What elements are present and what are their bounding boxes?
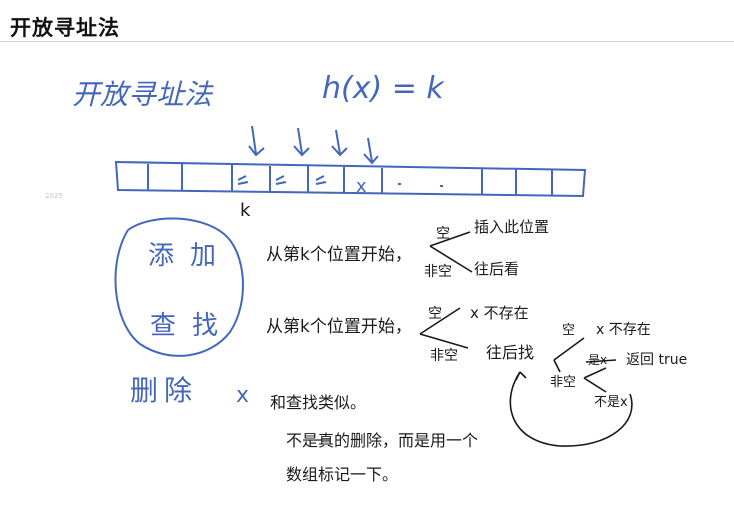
find-empty: 空 (428, 306, 442, 322)
find-label: 查找 (150, 311, 234, 341)
watermark: 2025 (45, 192, 63, 200)
add-goback: 往后看 (474, 260, 519, 278)
sub-empty: 空 (562, 323, 575, 338)
hash-formula: h(x) = k (322, 71, 445, 106)
add-insert: 插入此位置 (474, 218, 549, 236)
add-line: 从第k个位置开始， (266, 245, 412, 265)
sub-nonempty: 非空 (550, 375, 576, 390)
delete-detail-1: 不是真的删除，而是用一个 (286, 431, 478, 450)
delete-note: 和查找类似。 (270, 393, 366, 412)
add-nonempty: 非空 (424, 264, 452, 280)
add-label: 添加 (148, 241, 232, 271)
delete-label: 删除 (130, 374, 198, 407)
handwritten-notes: 开放寻址法 h(x) = k x k 添加 (72, 71, 687, 484)
find-nonempty: 非空 (430, 348, 458, 364)
find-branch-lines (419, 307, 469, 349)
delete-x: x (236, 383, 249, 408)
loop-arrow (509, 371, 633, 447)
sub-not-x: 不是x (594, 395, 628, 410)
sub-is-x: 是x (588, 353, 607, 367)
sub-not-exist: x 不存在 (596, 322, 651, 338)
title-divider (0, 41, 734, 42)
bucket-x-mark: x (356, 176, 367, 197)
add-empty: 空 (436, 226, 450, 242)
add-find-circle (114, 217, 244, 357)
page-title: 开放寻址法 (10, 16, 120, 40)
hash-array (114, 160, 587, 198)
notes-heading: 开放寻址法 (72, 78, 214, 111)
sub-branch-lines (553, 337, 617, 393)
down-arrows (248, 125, 379, 165)
sub-return-true: 返回 true (626, 352, 687, 368)
find-goback: 往后找 (486, 343, 534, 362)
add-branch-lines (429, 231, 473, 273)
loop-arrowhead (515, 371, 527, 381)
whiteboard-canvas: 2025 开放寻址法 h(x) = k x k (0, 42, 734, 503)
find-not-exist: x 不存在 (470, 304, 529, 322)
find-line: 从第k个位置开始， (266, 317, 412, 337)
k-label: k (240, 200, 251, 221)
delete-detail-2: 数组标记一下。 (286, 465, 398, 484)
